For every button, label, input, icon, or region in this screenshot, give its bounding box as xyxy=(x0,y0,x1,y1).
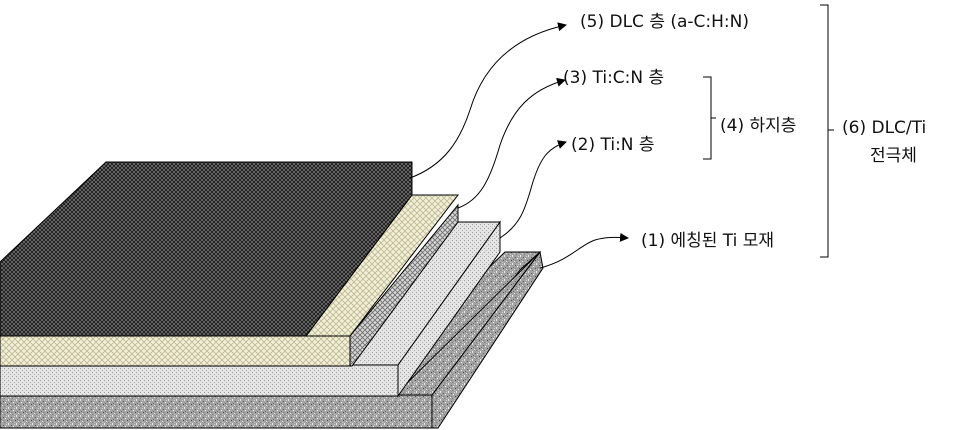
electrode-label-line2: 전극체 xyxy=(870,146,917,166)
substrate-label: (1) 에칭된 Ti 모재 xyxy=(641,231,774,251)
electrode-label-line1: (6) DLC/Ti xyxy=(842,118,926,138)
underlayer-group-label: (4) 하지층 xyxy=(720,116,796,136)
substrate-front-face xyxy=(0,395,432,428)
ticn-front-face xyxy=(0,336,350,366)
tin-layer-label: (2) Ti:N 층 xyxy=(571,135,655,155)
underlayer-bracket xyxy=(703,77,716,159)
tin-leader-arrow xyxy=(500,142,566,238)
electrode-bracket xyxy=(820,5,834,257)
substrate-leader-arrow xyxy=(540,237,628,268)
dlc-layer-label: (5) DLC 층 (a-C:H:N) xyxy=(580,12,749,32)
dlc-leader-arrow xyxy=(410,25,566,178)
ticn-layer-label: (3) Ti:C:N 층 xyxy=(563,68,664,88)
tin-front-face xyxy=(0,365,398,396)
